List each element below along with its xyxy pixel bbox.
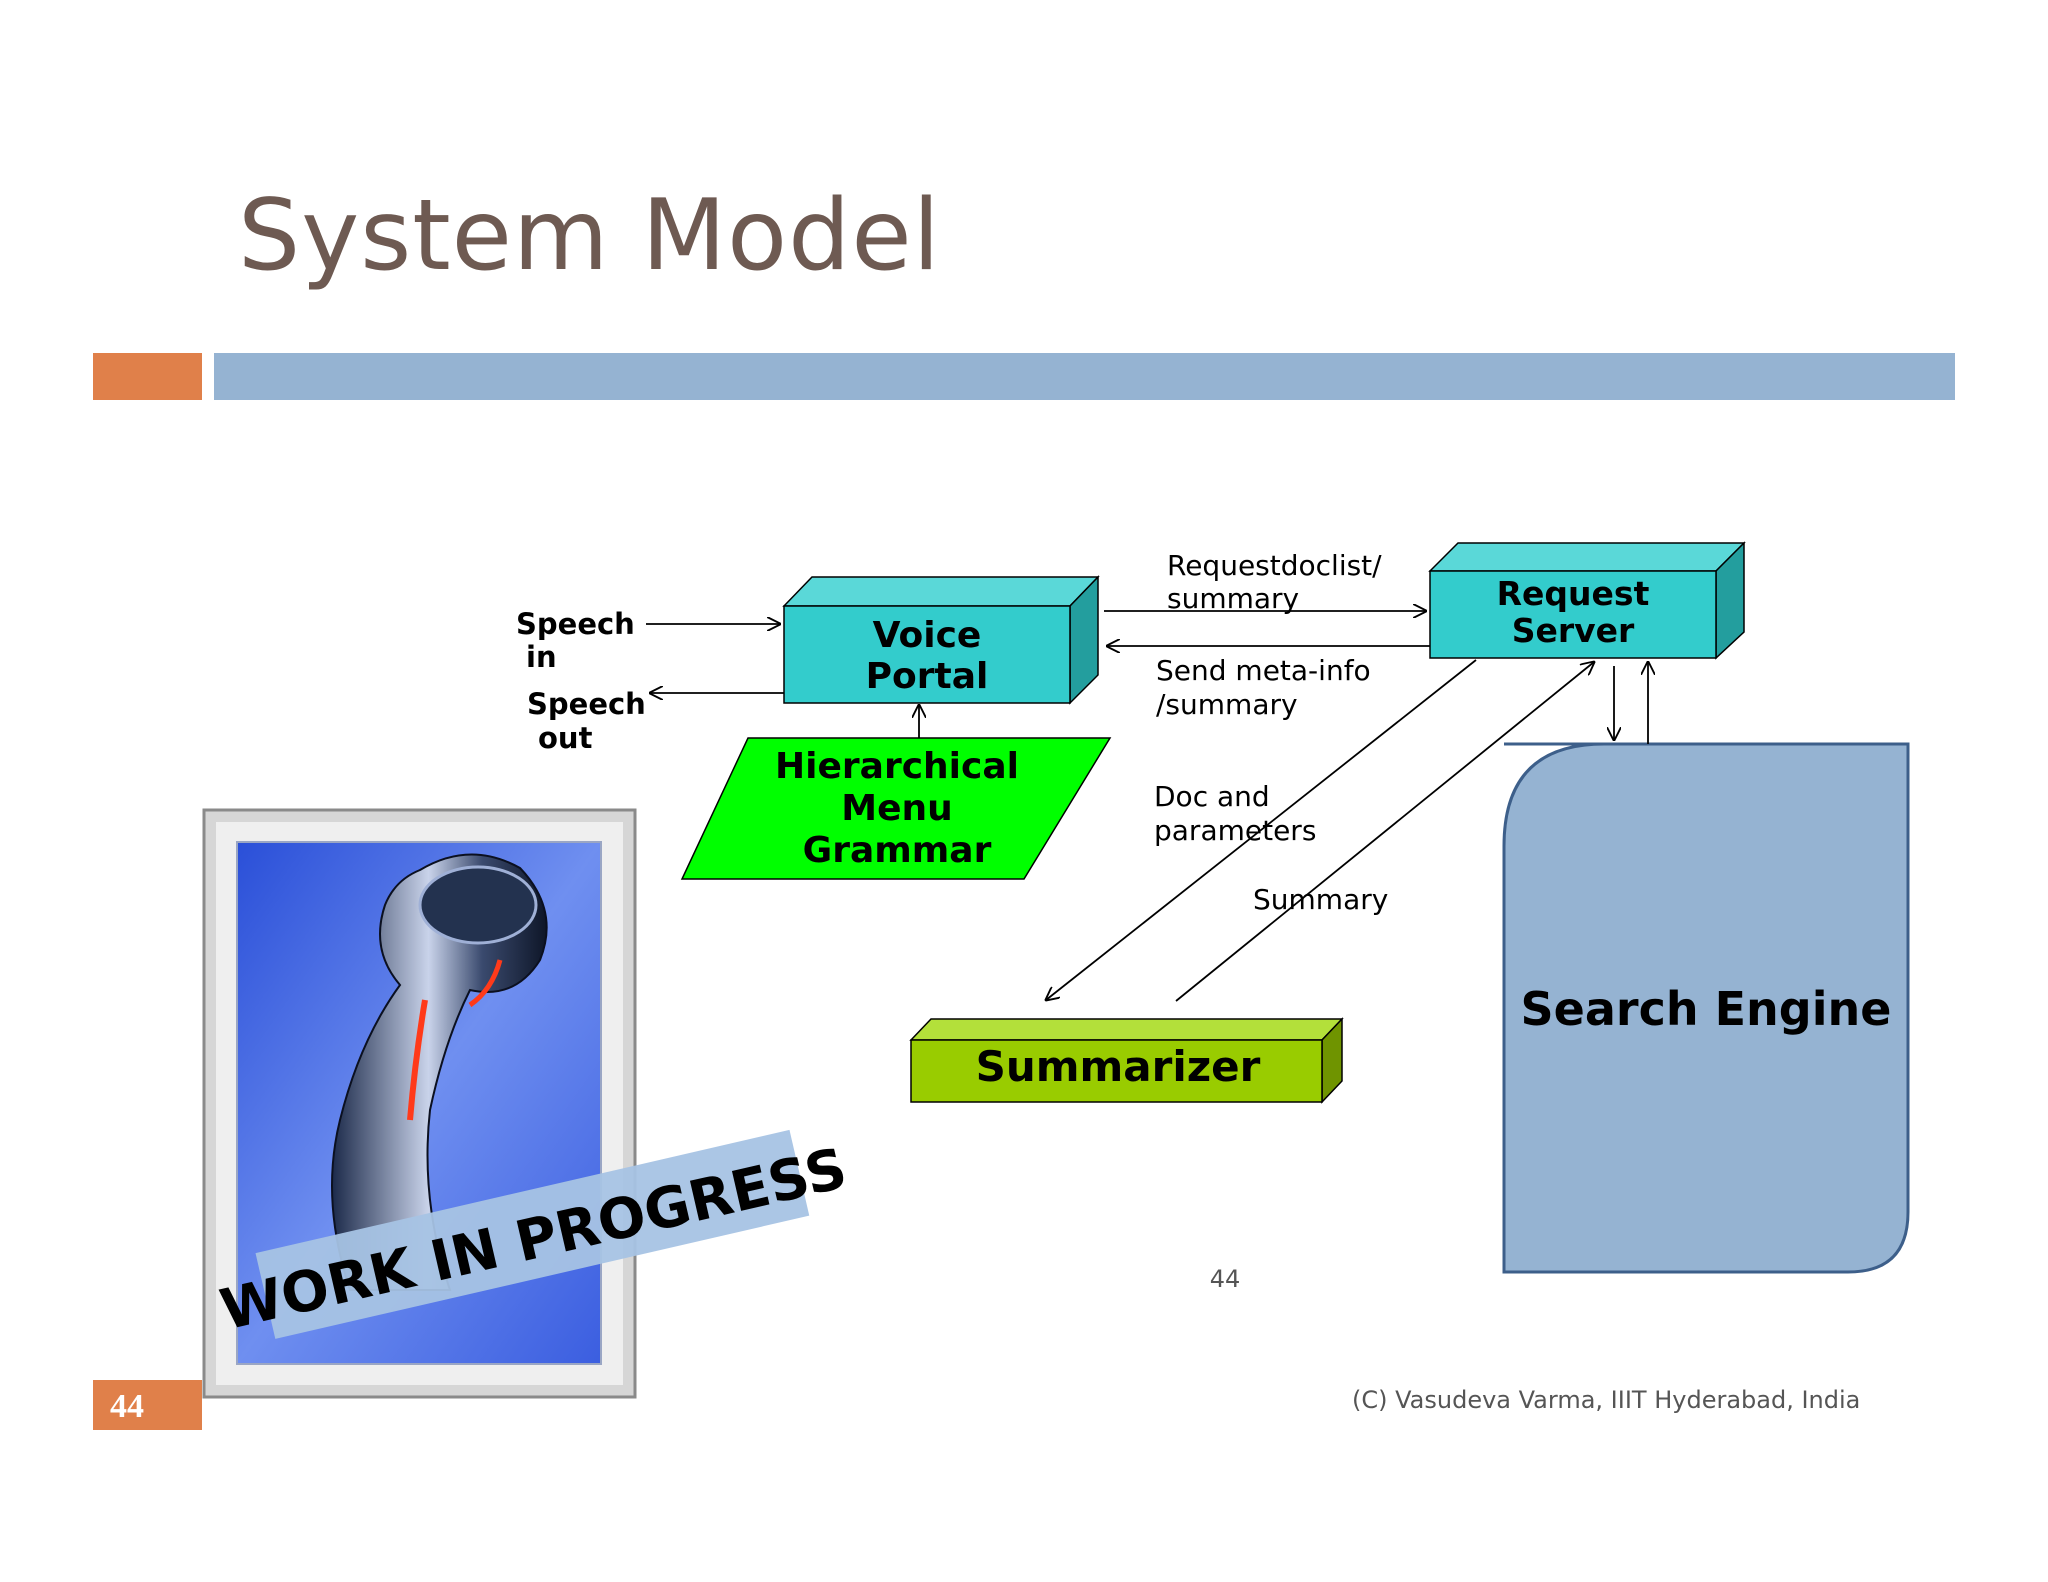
title-underline-bar bbox=[214, 353, 1955, 400]
request-server-label: Server bbox=[1512, 611, 1635, 650]
voice-portal-label: Voice bbox=[873, 615, 982, 656]
footer-credit: (C) Vasudeva Varma, IIIT Hyderabad, Indi… bbox=[1352, 1386, 1861, 1414]
summarizer-label: Summarizer bbox=[976, 1042, 1261, 1091]
grammar-parallelogram: Hierarchical Menu Grammar bbox=[680, 737, 1112, 880]
summarizer-box: Summarizer bbox=[909, 1017, 1344, 1104]
request-server-label: Request bbox=[1497, 574, 1650, 613]
grammar-label: Menu bbox=[841, 788, 953, 829]
doc-parameters-arrow bbox=[1046, 659, 1477, 1000]
search-engine-shape bbox=[1502, 742, 1910, 1274]
page-number: 44 bbox=[1210, 1265, 1241, 1293]
speech-in-label: Speech in bbox=[516, 607, 635, 674]
svg-text:Send meta-info: Send meta-info bbox=[1156, 654, 1371, 687]
grammar-label: Hierarchical bbox=[775, 746, 1019, 787]
svg-text:Speech: Speech bbox=[516, 607, 635, 641]
request-doclist-label: Requestdoclist/ summary bbox=[1167, 549, 1382, 615]
svg-text:parameters: parameters bbox=[1154, 814, 1316, 847]
svg-text:in: in bbox=[526, 640, 557, 674]
summary-arrow bbox=[1175, 662, 1594, 1002]
doc-parameters-label: Doc and parameters bbox=[1154, 780, 1316, 847]
voice-portal-label: Portal bbox=[866, 656, 989, 697]
slide-number: 44 bbox=[110, 1388, 144, 1425]
svg-text:Requestdoclist/: Requestdoclist/ bbox=[1167, 549, 1382, 582]
slide-title: System Model bbox=[238, 179, 941, 293]
request-server-box: Request Server bbox=[1428, 541, 1746, 660]
svg-text:summary: summary bbox=[1167, 582, 1299, 615]
svg-text:Speech: Speech bbox=[527, 687, 646, 721]
send-metainfo-label: Send meta-info /summary bbox=[1156, 654, 1371, 721]
svg-text:Doc and: Doc and bbox=[1154, 780, 1270, 813]
svg-text:out: out bbox=[538, 721, 593, 755]
slide-number-block bbox=[93, 1380, 202, 1430]
summary-label: Summary bbox=[1253, 883, 1388, 916]
grammar-label: Grammar bbox=[803, 830, 992, 871]
accent-block bbox=[93, 353, 202, 400]
search-engine-label: Search Engine bbox=[1521, 982, 1892, 1036]
svg-text:/summary: /summary bbox=[1156, 688, 1298, 721]
voice-portal-box: Voice Portal bbox=[782, 575, 1100, 705]
hammer-icon bbox=[331, 853, 548, 1291]
speech-out-label: Speech out bbox=[527, 687, 646, 755]
work-in-progress-image: WORK IN PROGRESS bbox=[202, 808, 853, 1399]
